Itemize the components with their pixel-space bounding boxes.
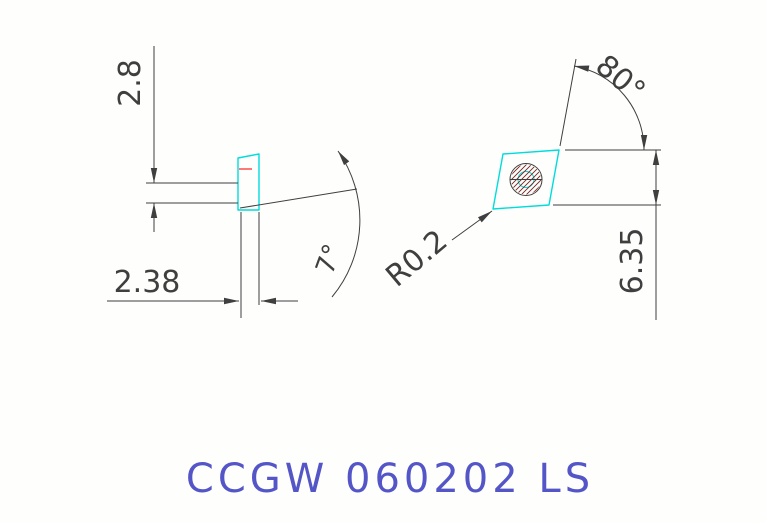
clearance-face-line — [239, 188, 358, 209]
dim-text-size: 6.35 — [615, 228, 650, 295]
radius-leader-line — [451, 210, 493, 241]
angle-arc-corner — [573, 65, 648, 151]
part-number-title: CCGW 060202 LS — [186, 456, 594, 502]
top-view: 80° 6.35 R0.2 — [379, 48, 661, 320]
angle-leg-line — [559, 58, 577, 147]
dim-text-clearance-angle: 7° — [310, 240, 348, 278]
insert-side-profile — [237, 153, 260, 211]
side-view: 2.8 2.38 7° — [107, 46, 361, 318]
dim-text-corner-radius: R0.2 — [379, 223, 454, 294]
dim-text-height: 2.8 — [113, 59, 148, 107]
angle-arc-clearance — [331, 150, 361, 298]
insert-top-profile — [492, 149, 560, 210]
dim-text-corner-angle: 80° — [588, 48, 651, 109]
title-block: CCGW 060202 LS — [186, 456, 594, 502]
dim-text-thickness: 2.38 — [114, 265, 181, 300]
